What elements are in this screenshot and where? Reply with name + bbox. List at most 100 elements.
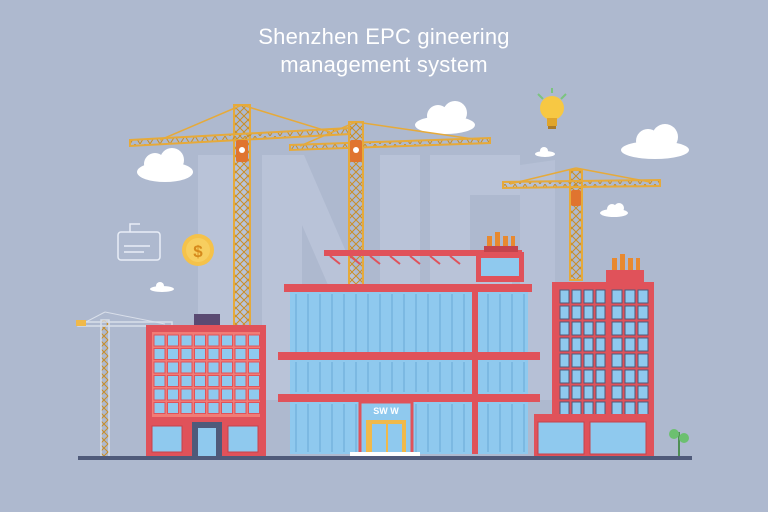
window — [583, 305, 594, 320]
window — [611, 337, 623, 352]
window — [153, 334, 166, 347]
window — [583, 353, 594, 368]
window — [583, 321, 594, 336]
window — [624, 305, 636, 320]
window — [611, 353, 623, 368]
window — [207, 334, 220, 347]
window — [167, 361, 179, 374]
window — [583, 369, 594, 384]
window — [611, 305, 623, 320]
cloud-icon — [600, 203, 628, 217]
window — [234, 361, 247, 374]
building-main — [278, 232, 540, 457]
cloud-icon — [137, 148, 193, 182]
window — [571, 369, 582, 384]
window — [248, 348, 260, 360]
window — [595, 401, 606, 416]
window — [637, 337, 649, 352]
window — [583, 385, 594, 400]
window — [194, 402, 206, 414]
lightbulb-icon — [537, 88, 567, 129]
svg-text:$: $ — [193, 242, 203, 261]
window — [611, 369, 623, 384]
window — [571, 353, 582, 368]
tower-crane — [502, 167, 661, 281]
window — [571, 385, 582, 400]
window — [221, 402, 233, 414]
window — [624, 369, 636, 384]
window — [207, 361, 220, 374]
window — [180, 348, 193, 360]
window — [207, 348, 220, 360]
window — [180, 402, 193, 414]
window — [153, 402, 166, 414]
cloud-icon — [150, 282, 174, 292]
window — [611, 321, 623, 336]
window — [180, 361, 193, 374]
window — [248, 375, 260, 387]
building-left — [146, 314, 266, 457]
window — [624, 321, 636, 336]
page-title: Shenzhen EPC gineering — [258, 24, 510, 49]
window — [194, 388, 206, 401]
cloud-icon — [621, 124, 689, 159]
window — [571, 401, 582, 416]
window — [167, 348, 179, 360]
window — [637, 353, 649, 368]
building-right — [534, 254, 654, 458]
window — [221, 361, 233, 374]
window — [207, 388, 220, 401]
window — [595, 337, 606, 352]
window — [571, 321, 582, 336]
window — [194, 375, 206, 387]
window — [637, 321, 649, 336]
entrance-sign: SW W — [373, 406, 399, 416]
window — [595, 305, 606, 320]
tower-crane — [129, 104, 351, 328]
window — [595, 321, 606, 336]
window — [248, 361, 260, 374]
window — [167, 375, 179, 387]
window — [194, 361, 206, 374]
window — [248, 334, 260, 347]
window — [583, 401, 594, 416]
plant-icon — [669, 429, 689, 456]
window — [167, 402, 179, 414]
window — [180, 334, 193, 347]
window — [595, 353, 606, 368]
window — [571, 289, 582, 304]
window — [248, 402, 260, 414]
window — [221, 348, 233, 360]
window — [611, 289, 623, 304]
window — [637, 401, 649, 416]
window — [637, 305, 649, 320]
window — [234, 388, 247, 401]
cloud-icon — [535, 147, 555, 157]
window — [559, 369, 570, 384]
window — [194, 334, 206, 347]
page-subtitle: management system — [280, 52, 488, 77]
window — [194, 348, 206, 360]
window — [571, 305, 582, 320]
window — [153, 375, 166, 387]
window — [221, 388, 233, 401]
window — [167, 334, 179, 347]
window — [221, 334, 233, 347]
window — [583, 337, 594, 352]
window — [611, 385, 623, 400]
window — [559, 401, 570, 416]
window — [153, 361, 166, 374]
window — [559, 385, 570, 400]
window — [583, 289, 594, 304]
window — [167, 388, 179, 401]
window — [624, 289, 636, 304]
window — [595, 385, 606, 400]
window — [624, 385, 636, 400]
window — [180, 388, 193, 401]
window — [248, 388, 260, 401]
window — [624, 337, 636, 352]
window — [207, 402, 220, 414]
window — [234, 348, 247, 360]
window — [571, 337, 582, 352]
window — [637, 385, 649, 400]
